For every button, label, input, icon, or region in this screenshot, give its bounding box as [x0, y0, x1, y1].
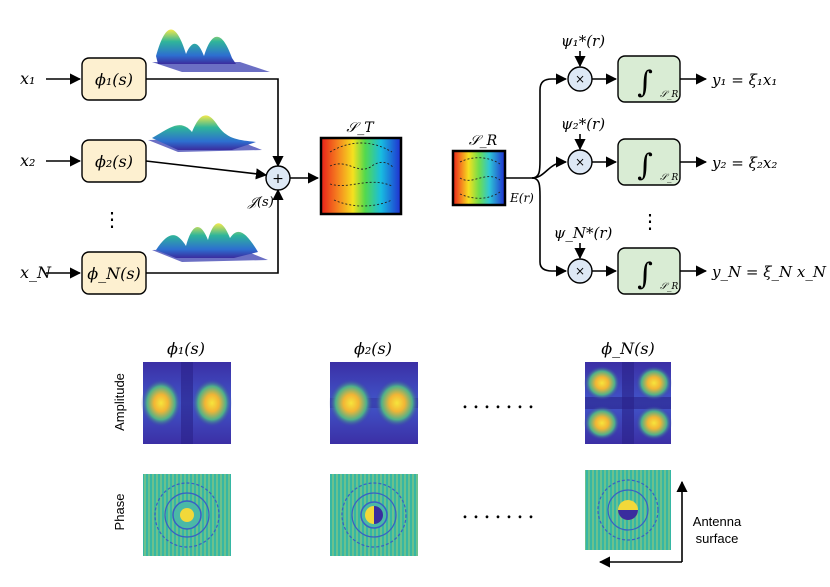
- surface-plot-N: [152, 223, 268, 262]
- wire-basis1-sum: [146, 78, 284, 168]
- amplitude-map-N: [584, 362, 672, 444]
- amplitude-ellipsis: .......: [462, 389, 539, 414]
- map-title-2: ϕ₂(s): [354, 339, 392, 358]
- antenna-surface-axes: [598, 480, 688, 568]
- integral-domain-2: 𝒮_R: [660, 173, 678, 183]
- basis-label-2: ϕ₂(s): [95, 152, 133, 171]
- multiply-symbol-1: ×: [575, 72, 585, 86]
- axis-label-line1: Antenna: [693, 514, 742, 529]
- basis-vertical-ellipsis: ⋮: [102, 207, 122, 231]
- amplitude-map-1: [141, 362, 232, 444]
- conj-label-N: ψ_N*(r): [554, 224, 613, 242]
- output-y1: y₁ = ξ₁x₁: [711, 71, 777, 89]
- phase-ellipsis: .......: [462, 499, 539, 524]
- integral-domain-1: 𝒮_R: [660, 90, 678, 100]
- wire-rx-branch-2: [531, 156, 568, 179]
- row-label-phase: Phase: [112, 494, 127, 531]
- map-title-1: ϕ₁(s): [167, 339, 205, 358]
- surface-plot-2: [148, 115, 262, 152]
- axis-label-line2: surface: [696, 531, 739, 546]
- input-x2: x₂: [20, 151, 35, 170]
- phase-map-2: [330, 474, 418, 556]
- wire-basis2-sum: [145, 160, 268, 180]
- phase-map-N: [585, 470, 671, 550]
- integral-symbol-N: ∫: [637, 257, 653, 292]
- rx-vertical-ellipsis: ⋮: [640, 209, 660, 233]
- tx-surface-label: 𝒮_T: [346, 120, 375, 136]
- tx-field-lines: [329, 142, 395, 207]
- rx-surface-label: 𝒮_R: [469, 133, 498, 149]
- conj-label-2: ψ₂*(r): [561, 115, 605, 133]
- wire-basisN-sum: [146, 188, 284, 274]
- row-label-amplitude: Amplitude: [112, 373, 127, 431]
- output-y2: y₂ = ξ₂x₂: [711, 154, 777, 172]
- field-label: E(r): [509, 191, 534, 205]
- output-yN: y_N = ξ_N x_N: [711, 263, 827, 281]
- multiply-symbol-N: ×: [575, 264, 585, 278]
- current-label: 𝒥(s): [247, 195, 274, 210]
- integral-domain-N: 𝒮_R: [660, 282, 678, 292]
- wire-rx-branch-N: [531, 177, 568, 277]
- sum-symbol: +: [272, 171, 284, 187]
- conj-label-1: ψ₁*(r): [561, 32, 605, 50]
- input-x1: x₁: [20, 69, 35, 88]
- map-title-N: ϕ_N(s): [601, 339, 655, 358]
- basis-label-N: ϕ_N(s): [87, 264, 141, 283]
- multiply-symbol-2: ×: [575, 155, 585, 169]
- surface-plot-1: [152, 29, 270, 72]
- rx-field-lines: [459, 157, 501, 199]
- input-xN: x_N: [20, 263, 52, 282]
- tx-surface: [319, 136, 403, 216]
- basis-label-1: ϕ₁(s): [95, 70, 133, 89]
- integral-symbol-1: ∫: [637, 65, 653, 100]
- amplitude-map-2: [329, 362, 419, 444]
- integral-symbol-2: ∫: [637, 148, 653, 183]
- phase-map-1: [143, 474, 231, 556]
